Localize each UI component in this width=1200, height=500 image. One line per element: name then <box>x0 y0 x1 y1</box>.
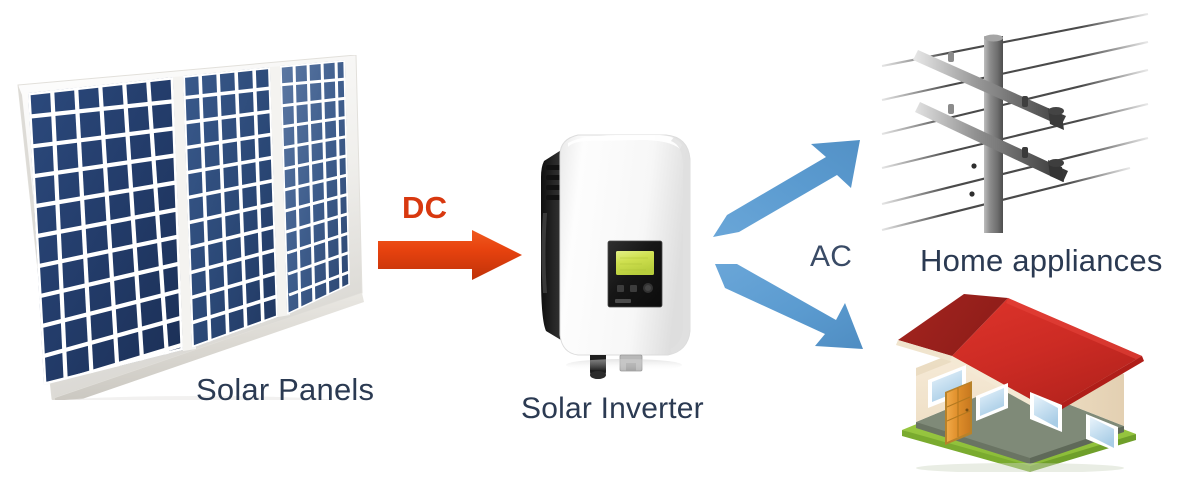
ac-flow-arrow-home <box>705 258 875 363</box>
label-home-appliances: Home appliances <box>920 243 1163 278</box>
solar-panel-array-icon <box>0 54 380 410</box>
label-solar-panels: Solar Panels <box>196 372 375 407</box>
label-solar-inverter: Solar Inverter <box>521 392 704 425</box>
label-ac-flow: AC <box>810 240 853 273</box>
label-dc-flow: DC <box>402 190 448 225</box>
house-icon <box>890 282 1145 473</box>
ac-flow-arrow-grid <box>705 135 870 240</box>
dc-flow-arrow <box>370 230 530 290</box>
solar-inverter-icon <box>520 125 720 380</box>
utility-pole-icon <box>880 8 1150 233</box>
